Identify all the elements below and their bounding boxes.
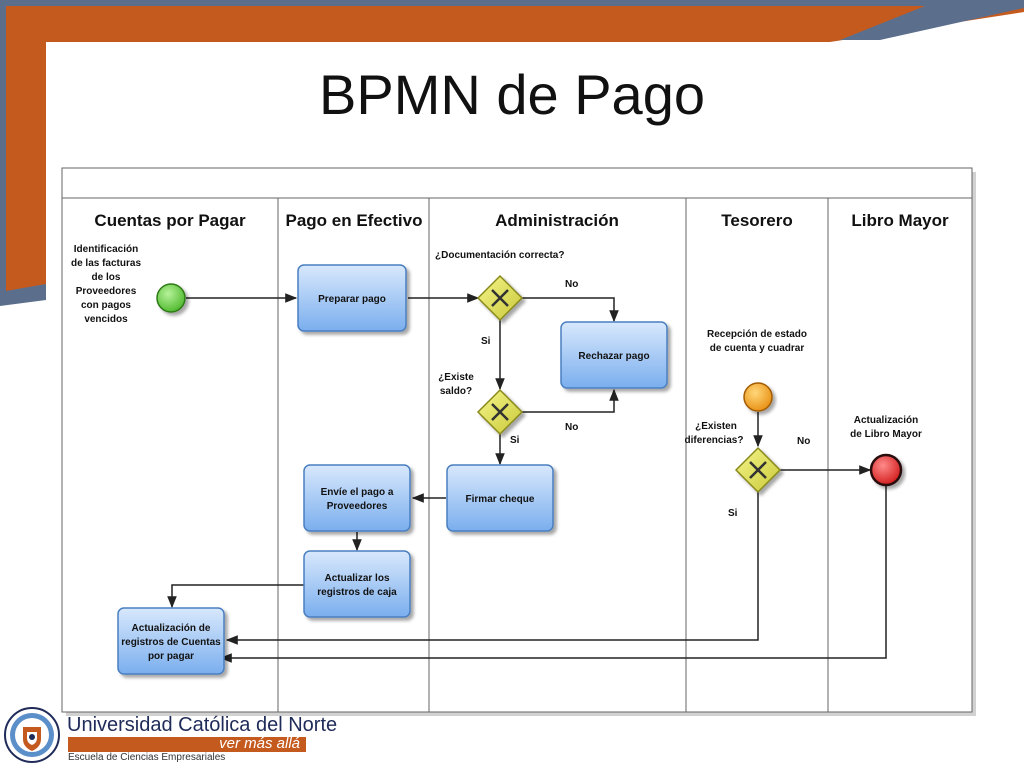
annotation-start-event: Identificación de las facturas de los Pr… <box>71 244 141 325</box>
university-seal-logo <box>4 707 60 763</box>
gateway-documentacion <box>476 274 524 322</box>
annotation-existen-diferencias: diferencias? <box>685 435 744 446</box>
lane-header-pago-en-efectivo: Pago en Efectivo <box>286 211 423 230</box>
task-label: registros de Cuentas <box>121 637 221 648</box>
task-label: Preparar pago <box>318 294 386 305</box>
flow-gateway1-no-to-rechazar <box>522 297 619 323</box>
frame-slate-left-curl <box>0 284 46 306</box>
annotation-line: vencidos <box>84 314 128 325</box>
flow-actualizar-caja-to-actualizacion <box>167 584 304 609</box>
frame-slate-left-edge <box>0 0 6 296</box>
frame-slate-diagonal <box>840 0 1024 40</box>
task-actualizar-caja: Actualizar los registros de caja <box>303 550 411 618</box>
label-no: No <box>797 436 810 447</box>
annotation-recepcion: Recepción de estado <box>707 329 807 340</box>
annotation-libro-mayor: Actualización <box>854 415 918 426</box>
annotation-line: de los <box>92 272 121 283</box>
lane-header-cuentas-por-pagar: Cuentas por Pagar <box>94 211 246 230</box>
task-label: Actualización de <box>132 623 211 634</box>
annotation-line: Proveedores <box>76 286 137 297</box>
footer-university-name: Universidad Católica del Norte <box>67 714 338 736</box>
task-label: Proveedores <box>327 501 388 512</box>
end-event <box>869 453 903 487</box>
task-label: por pagar <box>148 651 194 662</box>
annotation-line: con pagos <box>81 300 131 311</box>
frame-slate-band <box>0 0 1024 6</box>
task-envie-pago: Envíe el pago a Proveedores <box>303 464 411 532</box>
task-preparar-pago: Preparar pago <box>297 264 407 332</box>
label-no: No <box>565 279 578 290</box>
annotation-line: de las facturas <box>71 258 141 269</box>
task-rechazar-pago: Rechazar pago <box>560 321 668 389</box>
annotation-recepcion: de cuenta y cuadrar <box>710 343 805 354</box>
annotation-existen-diferencias: ¿Existen <box>695 421 737 432</box>
sequence-flows <box>167 293 887 663</box>
start-event <box>156 283 186 313</box>
task-label: registros de caja <box>317 587 397 598</box>
label-si: Si <box>728 508 738 519</box>
frame-orange-left-band <box>0 42 46 300</box>
lane-header-libro-mayor: Libro Mayor <box>851 211 949 230</box>
task-label: Firmar cheque <box>466 494 535 505</box>
label-si: Si <box>510 435 520 446</box>
annotation-libro-mayor: de Libro Mayor <box>850 429 922 440</box>
annotation-existe-saldo: saldo? <box>440 386 472 397</box>
flow-gateway3-si-to-actualizacion <box>225 492 759 645</box>
lane-header-tesorero: Tesorero <box>721 211 793 230</box>
page-title: BPMN de Pago <box>319 63 705 126</box>
gateway-existe-saldo <box>476 388 524 436</box>
intermediate-event <box>743 382 773 412</box>
label-si: Si <box>481 336 491 347</box>
task-firmar-cheque: Firmar cheque <box>446 464 554 532</box>
footer-tagline: ver más allá <box>219 735 300 752</box>
lane-header-administracion: Administración <box>495 211 619 230</box>
annotation-existe-saldo: ¿Existe <box>438 372 474 383</box>
footer-tagline-bar: ver más allá <box>68 735 306 752</box>
task-label: Envíe el pago a <box>321 487 394 498</box>
annotation-doc-correcta: ¿Documentación correcta? <box>435 250 564 261</box>
flow-gateway2-no-to-rechazar <box>522 388 619 413</box>
task-label: Rechazar pago <box>578 351 649 362</box>
footer-school-name: Escuela de Ciencias Empresariales <box>68 752 226 763</box>
label-no: No <box>565 422 578 433</box>
flow-end-to-actualizacion <box>219 486 887 663</box>
frame-orange-top-band <box>0 6 1024 42</box>
annotation-line: Identificación <box>74 244 138 255</box>
task-label: Actualizar los <box>324 573 389 584</box>
gateway-existen-diferencias <box>734 446 782 494</box>
task-actualizacion-cuentas: Actualización de registros de Cuentas po… <box>117 607 225 675</box>
